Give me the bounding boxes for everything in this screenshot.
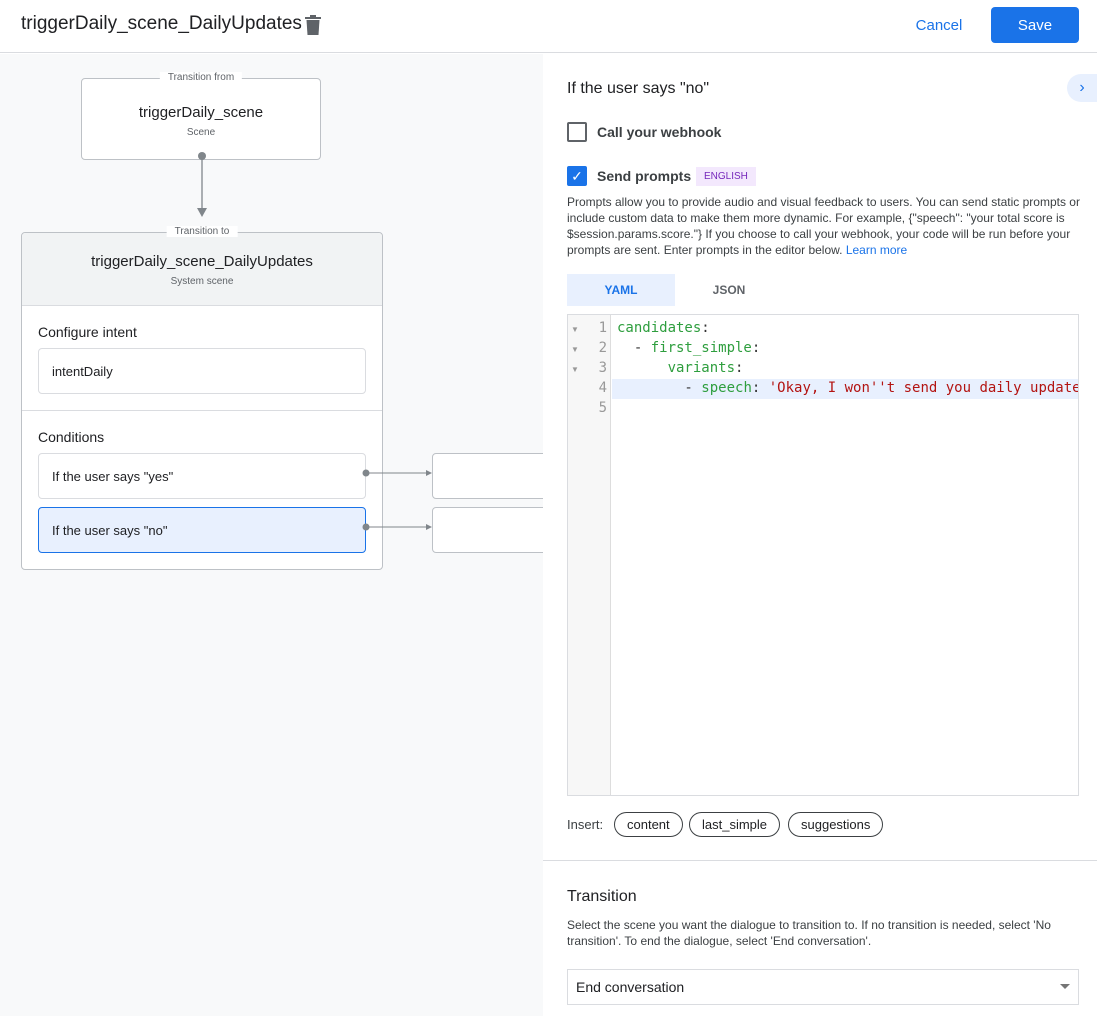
- condition-no[interactable]: If the user says "no": [38, 507, 366, 553]
- transition-arrow: [197, 152, 207, 217]
- transition-to-node: Transition to triggerDaily_scene_DailyUp…: [21, 226, 383, 570]
- insert-chip-suggestions[interactable]: suggestions: [788, 812, 884, 837]
- code-key: first_simple: [650, 340, 752, 356]
- condition-connectors: [362, 469, 432, 531]
- cancel-button[interactable]: Cancel: [915, 16, 963, 34]
- chevron-right-icon: ›: [1079, 79, 1085, 96]
- tab-json[interactable]: JSON: [712, 283, 746, 297]
- code-string: 'Okay, I won''t send you daily update: [768, 380, 1079, 396]
- yes-target-node[interactable]: [432, 453, 543, 499]
- scene-canvas[interactable]: Transition from triggerDaily_scene Scene…: [0, 54, 543, 1016]
- line-number: 2: [598, 340, 607, 356]
- condition-panel: › If the user says "no" Call your webhoo…: [543, 54, 1097, 1016]
- transition-select-value: End conversation: [576, 979, 685, 995]
- language-badge: ENGLISH: [696, 167, 756, 186]
- panel-heading: If the user says "no": [567, 80, 710, 97]
- fold-arrow-icon[interactable]: ▼: [571, 345, 579, 354]
- fold-arrow-icon[interactable]: ▼: [571, 365, 579, 374]
- condition-yes[interactable]: If the user says "yes": [38, 453, 366, 499]
- webhook-label: Call your webhook: [597, 124, 722, 140]
- insert-chip-content[interactable]: content: [614, 812, 683, 837]
- line-number: 1: [598, 320, 607, 336]
- to-scene-name: triggerDaily_scene_DailyUpdates: [91, 253, 313, 270]
- send-prompts-checkbox[interactable]: ✓: [567, 166, 587, 186]
- transition-to-legend: Transition to: [166, 226, 238, 237]
- send-prompts-label: Send prompts: [597, 168, 692, 184]
- trash-icon[interactable]: [304, 15, 322, 35]
- transition-select[interactable]: End conversation: [567, 969, 1079, 1005]
- conditions-heading: Conditions: [38, 429, 105, 445]
- insert-chip-last-simple[interactable]: last_simple: [689, 812, 781, 837]
- line-number: 4: [598, 380, 607, 396]
- intent-item[interactable]: intentDaily: [38, 348, 366, 394]
- webhook-checkbox[interactable]: [567, 122, 587, 142]
- transition-from-node[interactable]: Transition from triggerDaily_scene Scene: [81, 72, 321, 160]
- line-number: 3: [598, 360, 607, 376]
- code-key: variants: [667, 360, 736, 376]
- header-bar: triggerDaily_scene_DailyUpdates Cancel S…: [0, 0, 1097, 53]
- insert-label: Insert:: [567, 817, 604, 832]
- from-scene-type: Scene: [186, 127, 216, 138]
- checkmark-icon: ✓: [571, 167, 583, 184]
- fold-arrow-icon[interactable]: ▼: [571, 325, 579, 334]
- prompts-description: Prompts allow you to provide audio and v…: [567, 195, 1080, 257]
- save-button[interactable]: Save: [991, 7, 1079, 43]
- learn-more-link[interactable]: Learn more: [845, 243, 908, 257]
- code-key: speech: [701, 380, 752, 396]
- scene-title: triggerDaily_scene_DailyUpdates: [21, 13, 302, 34]
- line-number: 5: [598, 400, 607, 416]
- transition-description: Select the scene you want the dialogue t…: [567, 918, 1051, 948]
- transition-heading: Transition: [567, 888, 637, 905]
- no-target-node[interactable]: [432, 507, 543, 553]
- code-editor[interactable]: ▼ ▼ ▼ 1 2 3 4 5 candidates: - first_simp…: [567, 314, 1079, 796]
- configure-intent-heading: Configure intent: [38, 324, 137, 340]
- transition-from-legend: Transition from: [159, 72, 243, 83]
- divider: [22, 410, 382, 411]
- collapse-panel-button[interactable]: ›: [1067, 74, 1097, 102]
- from-scene-name: triggerDaily_scene: [138, 104, 264, 121]
- dropdown-arrow-icon: [1060, 984, 1070, 989]
- code-key: candidates: [617, 320, 702, 336]
- to-scene-type: System scene: [170, 276, 234, 287]
- tab-yaml[interactable]: YAML: [567, 274, 675, 306]
- divider: [543, 860, 1097, 861]
